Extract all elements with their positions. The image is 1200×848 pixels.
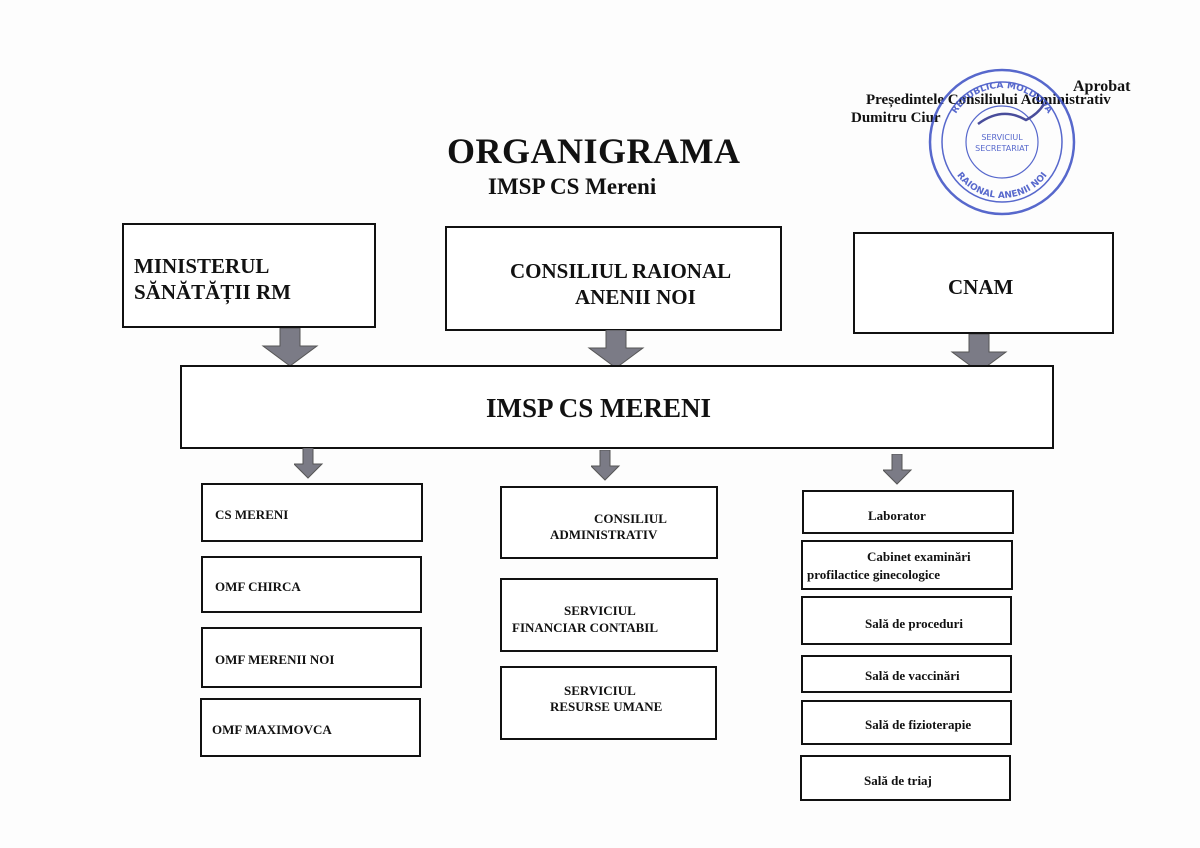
arrow-down-3	[950, 334, 1008, 373]
box-main-imsp: IMSP CS MERENI	[180, 365, 1054, 449]
official-stamp: REPUBLICA MOLDOVA RAIONAL ANENII NOI SER…	[928, 68, 1076, 216]
box-council-line2: ANENII NOI	[575, 285, 696, 309]
box-col3-vaccinari: Sală de vaccinări	[801, 655, 1012, 693]
page-title: ORGANIGRAMA	[447, 131, 741, 171]
page-subtitle: IMSP CS Mereni	[488, 174, 657, 199]
box-cnam-label: CNAM	[948, 275, 1014, 299]
box-ministry-line1: MINISTERUL	[134, 254, 270, 278]
col3-item-line2: profilactice ginecologice	[807, 567, 940, 582]
box-council-line1: CONSILIUL RAIONAL	[510, 259, 732, 283]
col1-item-label: OMF MAXIMOVCA	[212, 722, 332, 737]
approval-line1: Președintele Consiliului Administrativ	[866, 92, 1111, 108]
box-col2-consiliul-admin: CONSILIUL ADMINISTRATIV	[500, 486, 718, 559]
box-cnam: CNAM	[853, 232, 1114, 334]
stamp-center2: SECRETARIAT	[975, 144, 1029, 153]
arrow-col1	[294, 448, 324, 479]
col3-item-line1: Cabinet examinări	[867, 549, 971, 564]
box-col3-proceduri: Sală de proceduri	[801, 596, 1012, 645]
col2-item-line1: SERVICIUL	[564, 683, 636, 698]
box-col1-cs-mereni: CS MERENI	[201, 483, 423, 542]
col3-item-label: Sală de vaccinări	[865, 668, 960, 683]
box-col3-fizioterapie: Sală de fizioterapie	[801, 700, 1012, 745]
col1-item-label: CS MERENI	[215, 507, 289, 522]
box-col1-omf-merenii-noi: OMF MERENII NOI	[201, 627, 422, 688]
box-col3-triaj: Sală de triaj	[800, 755, 1011, 801]
stamp-center1: SERVICIUL	[981, 133, 1023, 142]
box-col2-serviciul-financiar: SERVICIUL FINANCIAR CONTABIL	[500, 578, 718, 652]
box-ministry: MINISTERUL SĂNĂTĂȚII RM	[122, 223, 376, 328]
col2-item-line1: SERVICIUL	[564, 603, 636, 618]
arrow-down-1	[261, 328, 319, 367]
box-ministry-line2: SĂNĂTĂȚII RM	[134, 280, 291, 304]
approval-label: Aprobat	[1073, 78, 1131, 95]
svg-text:RAIONAL ANENII NOI: RAIONAL ANENII NOI	[954, 171, 1049, 201]
col2-item-line2: FINANCIAR CONTABIL	[512, 620, 659, 635]
box-col1-omf-chirca: OMF CHIRCA	[201, 556, 422, 613]
col2-item-line2: ADMINISTRATIV	[550, 527, 658, 542]
box-col3-laborator: Laborator	[802, 490, 1014, 534]
col1-item-label: OMF MERENII NOI	[215, 652, 335, 667]
arrow-col3	[883, 454, 913, 485]
box-council: CONSILIUL RAIONAL ANENII NOI	[445, 226, 782, 331]
approval-line2: Dumitru Ciur	[851, 110, 941, 126]
arrow-col2	[591, 450, 621, 481]
box-col1-omf-maximovca: OMF MAXIMOVCA	[200, 698, 421, 757]
signature-stroke	[977, 103, 1046, 126]
col2-item-line1: CONSILIUL	[594, 511, 667, 526]
box-col3-cabinet: Cabinet examinări profilactice ginecolog…	[801, 540, 1013, 590]
box-col2-serviciul-resurse: SERVICIUL RESURSE UMANE	[500, 666, 717, 740]
box-main-label: IMSP CS MERENI	[486, 393, 712, 423]
arrow-down-2	[587, 330, 645, 369]
col3-item-label: Sală de fizioterapie	[865, 717, 972, 732]
col2-item-line2: RESURSE UMANE	[550, 699, 663, 714]
col3-item-label: Sală de triaj	[864, 773, 932, 788]
col3-item-label: Sală de proceduri	[865, 616, 963, 631]
stamp-ring-bottom: RAIONAL ANENII NOI	[954, 171, 1049, 201]
col3-item-label: Laborator	[868, 508, 926, 523]
col1-item-label: OMF CHIRCA	[215, 579, 301, 594]
